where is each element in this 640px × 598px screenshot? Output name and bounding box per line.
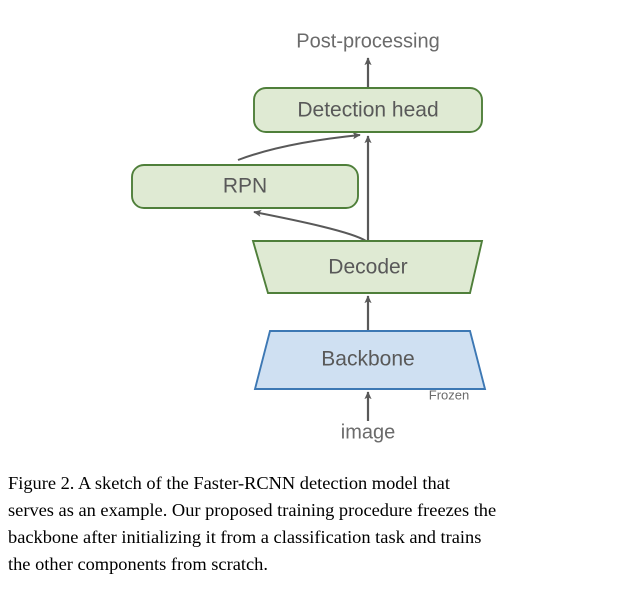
- node-decoder[interactable]: Decoder: [251, 240, 484, 294]
- frozen-annotation-label: Frozen: [429, 387, 469, 402]
- detection-head-label: Detection head: [297, 99, 438, 122]
- node-rpn[interactable]: RPN: [131, 164, 359, 209]
- rpn-shape: [131, 164, 359, 209]
- backbone-shape: [253, 330, 487, 390]
- backbone-label: Backbone: [321, 348, 414, 371]
- image-label: image: [341, 421, 395, 443]
- edge-decoder-to-rpn: [253, 209, 367, 242]
- detection-head-shape: [253, 87, 483, 133]
- decoder-shape: [251, 240, 484, 294]
- caption-line-1: Figure 2. A sketch of the Faster-RCNN de…: [8, 473, 450, 493]
- edge-rpn-to-head: [237, 132, 361, 161]
- node-detection-head[interactable]: Detection head: [253, 87, 483, 133]
- figure-diagram: Detection head RPN Decoder Backbone Post…: [131, 30, 487, 443]
- node-backbone[interactable]: Backbone: [253, 330, 487, 390]
- caption-line-3: backbone after initializing it from a cl…: [8, 527, 482, 547]
- rpn-label: RPN: [223, 175, 267, 198]
- decoder-label: Decoder: [328, 256, 407, 279]
- post-processing-label: Post-processing: [296, 30, 439, 52]
- caption-line-4: the other components from scratch.: [8, 554, 268, 574]
- architecture-sketch-svg: Detection head RPN Decoder Backbone Post…: [131, 30, 487, 443]
- caption-line-2: serves as an example. Our proposed train…: [8, 500, 497, 520]
- figure-caption: Figure 2. A sketch of the Faster-RCNN de…: [8, 470, 632, 578]
